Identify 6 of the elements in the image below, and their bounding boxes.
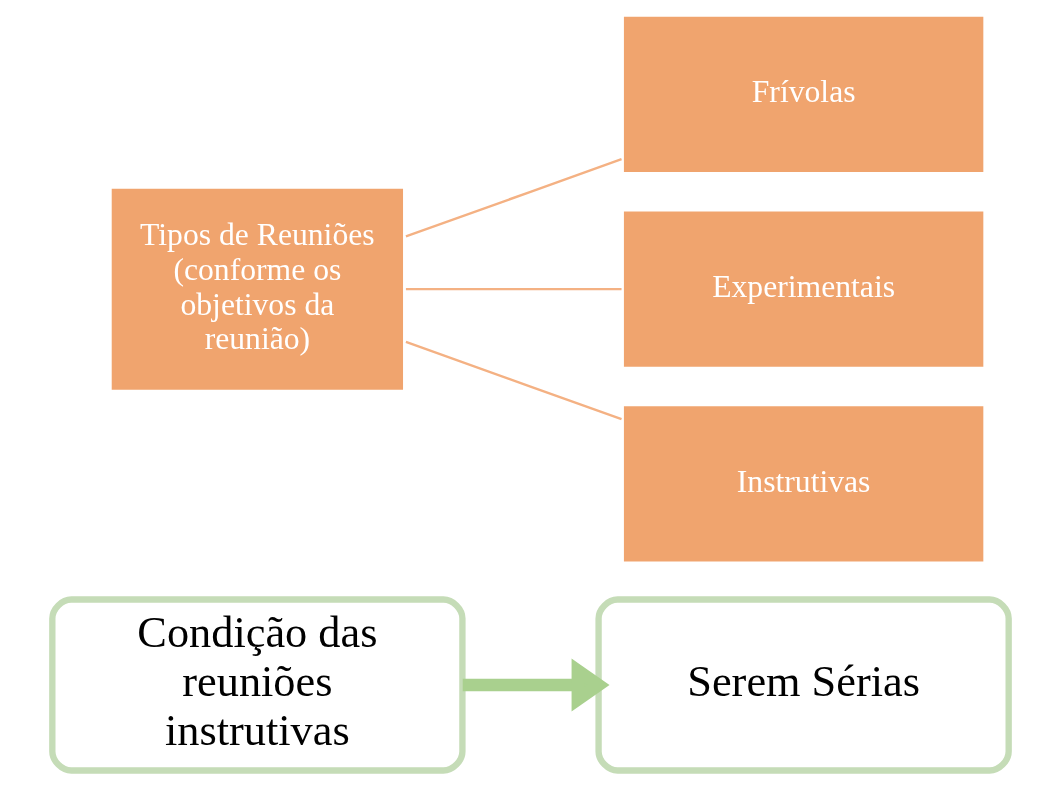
node-box: Serem Sérias bbox=[595, 596, 1012, 774]
arrow bbox=[462, 658, 610, 712]
connector bbox=[405, 158, 622, 238]
connector bbox=[405, 340, 622, 421]
connector bbox=[405, 288, 622, 291]
node-box: Condição das reuniões instrutivas bbox=[49, 596, 466, 774]
